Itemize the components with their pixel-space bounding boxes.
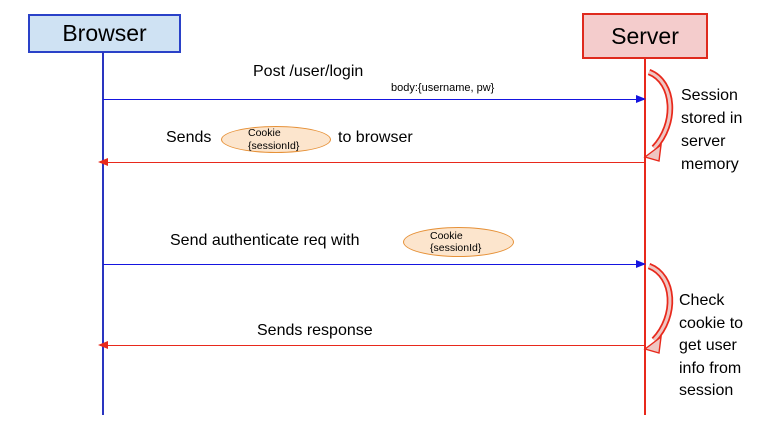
browser-lifeline: [102, 52, 104, 415]
message-login-label: Post /user/login: [253, 63, 364, 80]
cookie-2-value: {sessionId}: [430, 242, 482, 254]
message-response-label: Sends response: [257, 322, 373, 339]
arrow-authenticate-request: [103, 260, 646, 269]
cookie-1-title: Cookie: [248, 127, 281, 139]
cookie-2-title: Cookie: [430, 229, 463, 242]
cookie-1-value: {sessionId}: [248, 139, 300, 152]
actor-browser-box: Browser: [28, 14, 181, 53]
self-loop-check-cookie-arrow: [643, 262, 674, 354]
message-login-body-label: body:{username, pw}: [391, 82, 495, 94]
arrow-login-request: [103, 95, 646, 104]
message-authenticate-label: Send authenticate req with: [170, 232, 360, 249]
message-set-cookie-suffix: to browser: [338, 129, 413, 146]
actor-browser-label: Browser: [62, 20, 147, 46]
message-set-cookie-prefix: Sends: [166, 129, 212, 146]
arrow-set-cookie-response: [98, 158, 644, 167]
note-check-cookie: Check cookie to get user info from sessi…: [679, 292, 744, 399]
actor-server-box: Server: [582, 13, 708, 59]
cookie-shape-1: Cookie {sessionId}: [221, 126, 331, 153]
cookie-shape-2: Cookie {sessionId}: [403, 227, 514, 257]
actor-server-label: Server: [611, 22, 679, 49]
server-lifeline: [644, 58, 646, 415]
arrow-send-response: [98, 341, 644, 350]
self-loop-store-session-arrow: [643, 68, 674, 162]
note-session-stored: Session stored in server memory: [681, 87, 743, 173]
